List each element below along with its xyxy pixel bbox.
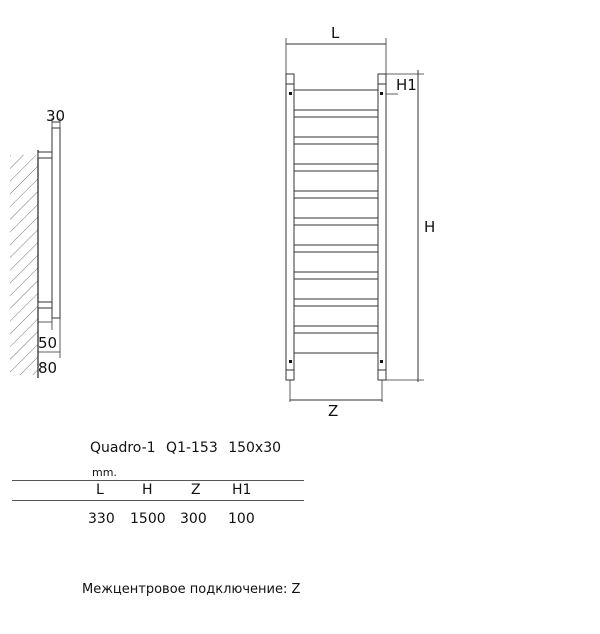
bottom-bracket bbox=[37, 301, 53, 309]
top-bracket bbox=[37, 151, 53, 159]
rung bbox=[293, 332, 379, 354]
table-rule-bottom bbox=[12, 500, 304, 501]
rung bbox=[293, 251, 379, 273]
value-H1: 100 bbox=[228, 511, 255, 527]
rung bbox=[293, 116, 379, 138]
unit-label: mm. bbox=[92, 466, 117, 479]
label-H: H bbox=[424, 218, 435, 236]
model-series: Quadro-1 bbox=[90, 440, 156, 456]
table-rule-top bbox=[12, 480, 304, 481]
value-Z: 300 bbox=[180, 511, 207, 527]
front-view: L H1 H Z bbox=[285, 24, 435, 420]
header-Z: Z bbox=[191, 482, 201, 498]
rung bbox=[293, 170, 379, 192]
label-L: L bbox=[331, 24, 340, 42]
rung bbox=[293, 278, 379, 300]
footnote: Межцентровое подключение: Z bbox=[82, 582, 301, 597]
model-size: 150x30 bbox=[228, 440, 282, 456]
dim-depth-top: 30 bbox=[46, 107, 65, 125]
wall-hatching bbox=[10, 155, 38, 375]
connection-point-bottom-right bbox=[380, 360, 383, 363]
value-H: 1500 bbox=[130, 511, 166, 527]
rung bbox=[293, 197, 379, 219]
model-title: Quadro-1 Q1-153 150x30 bbox=[90, 440, 287, 456]
value-L: 330 bbox=[88, 511, 115, 527]
header-H: H bbox=[142, 482, 153, 498]
left-rail bbox=[285, 73, 295, 381]
rung bbox=[293, 89, 379, 111]
header-H1: H1 bbox=[232, 482, 252, 498]
rung bbox=[293, 143, 379, 165]
side-view: 30 50 80 bbox=[10, 107, 65, 378]
rung bbox=[293, 224, 379, 246]
connection-point-top-left bbox=[289, 92, 292, 95]
rung bbox=[293, 305, 379, 327]
dim-wall-offset-80: 80 bbox=[38, 359, 57, 377]
header-L: L bbox=[96, 482, 104, 498]
connection-point-bottom-left bbox=[289, 360, 292, 363]
connection-point-top-right bbox=[380, 92, 383, 95]
dim-wall-offset-50: 50 bbox=[38, 334, 57, 352]
rungs bbox=[293, 89, 379, 354]
right-rail bbox=[377, 73, 387, 381]
model-code: Q1-153 bbox=[166, 440, 218, 456]
radiator-profile bbox=[51, 127, 61, 319]
label-Z: Z bbox=[328, 402, 338, 420]
label-H1: H1 bbox=[396, 76, 417, 94]
